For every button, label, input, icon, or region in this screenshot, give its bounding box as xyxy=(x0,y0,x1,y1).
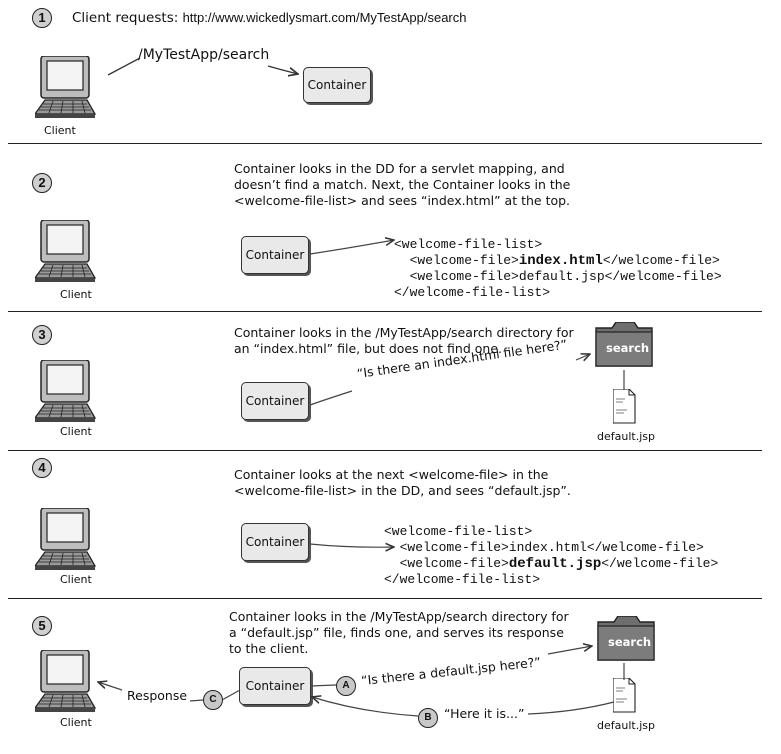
step1-caption-text: Client requests: xyxy=(72,10,179,26)
request-arrow xyxy=(267,65,298,74)
search-folder: search xyxy=(596,616,656,662)
container-box: Container xyxy=(241,382,309,420)
step4-caption: Container looks at the next <welcome-fil… xyxy=(234,467,571,498)
step1-url: http://www.wickedlysmart.com/MyTestApp/s… xyxy=(182,10,467,25)
code-line: <welcome-file>index.html</welcome-file> xyxy=(384,540,704,555)
step1-caption: Client requests: http://www.wickedlysmar… xyxy=(72,10,467,26)
code-line: <welcome-file>index.html</welcome-file> xyxy=(394,253,722,269)
step-number-1: 1 xyxy=(32,8,52,28)
highlighted-file: index.html xyxy=(518,253,603,269)
file-label: default.jsp xyxy=(597,430,655,443)
code-line: </welcome-file-list> xyxy=(394,285,551,300)
divider xyxy=(8,450,762,451)
client-label: Client xyxy=(44,124,76,137)
code-line: <welcome-file-list> xyxy=(394,237,543,252)
code-text: </welcome-file> xyxy=(601,556,719,571)
client-label: Client xyxy=(60,716,92,729)
code-text: <welcome-file> xyxy=(394,253,519,268)
divider xyxy=(8,143,762,144)
response-label: Response xyxy=(127,688,188,703)
folder-label: search xyxy=(606,341,650,355)
client-label: Client xyxy=(60,573,92,586)
step-number-2: 2 xyxy=(32,173,52,193)
step-number-3: 3 xyxy=(32,325,52,345)
step3-caption: Container looks in the /MyTestApp/search… xyxy=(234,325,574,356)
client-label: Client xyxy=(60,425,92,438)
welcome-file-list-code: <welcome-file-list> <welcome-file>index.… xyxy=(394,221,722,301)
code-line: </welcome-file-list> xyxy=(384,572,541,587)
request-path-label: /MyTestApp/search xyxy=(138,47,270,63)
client-computer-icon xyxy=(35,56,96,119)
response-arrow xyxy=(98,682,123,691)
client-computer-icon xyxy=(35,650,96,713)
welcome-file-list-code: <welcome-file-list> <welcome-file>index.… xyxy=(384,508,718,588)
response-arrow xyxy=(189,699,204,702)
return-arrow xyxy=(312,697,419,717)
step-a-marker: A xyxy=(336,676,356,696)
client-computer-icon xyxy=(35,220,96,283)
lookup-arrow xyxy=(309,390,353,406)
container-box: Container xyxy=(303,67,371,103)
container-box: Container xyxy=(241,236,309,274)
code-text: <welcome-file> xyxy=(384,556,509,571)
code-line: <welcome-file-list> xyxy=(384,524,533,539)
return-arrow xyxy=(527,701,615,715)
divider xyxy=(8,598,762,599)
file-label: default.jsp xyxy=(597,719,655,732)
code-line: <welcome-file>default.jsp</welcome-file> xyxy=(384,556,719,572)
step-number-5: 5 xyxy=(32,616,52,636)
step5-caption: Container looks in the /MyTestApp/search… xyxy=(229,609,569,656)
lookup-arrow xyxy=(575,354,590,360)
folder-label: search xyxy=(608,635,652,649)
client-computer-icon xyxy=(35,508,96,571)
code-text: </welcome-file> xyxy=(602,253,720,268)
client-computer-icon xyxy=(35,360,96,423)
container-box: Container xyxy=(241,523,309,561)
query-arrow xyxy=(309,684,337,687)
file-icon xyxy=(613,389,636,424)
request-arrow xyxy=(107,57,141,76)
step-b-marker: B xyxy=(418,708,438,728)
divider xyxy=(8,311,762,312)
file-icon xyxy=(613,678,636,713)
dd-arrow xyxy=(309,544,394,547)
dd-arrow xyxy=(309,240,394,255)
step2-caption: Container looks in the DD for a servlet … xyxy=(234,161,571,208)
step-c-marker: C xyxy=(203,690,223,710)
response-arrow xyxy=(221,689,241,701)
client-label: Client xyxy=(60,288,92,301)
question-default-jsp: “Is there a default.jsp here?” xyxy=(360,654,542,688)
container-box: Container xyxy=(239,667,311,705)
search-folder: search xyxy=(594,322,654,368)
highlighted-file: default.jsp xyxy=(508,556,602,572)
code-line: <welcome-file>default.jsp</welcome-file> xyxy=(394,269,722,284)
step-number-4: 4 xyxy=(32,458,52,478)
answer-here-it-is: “Here it is...” xyxy=(444,706,525,721)
